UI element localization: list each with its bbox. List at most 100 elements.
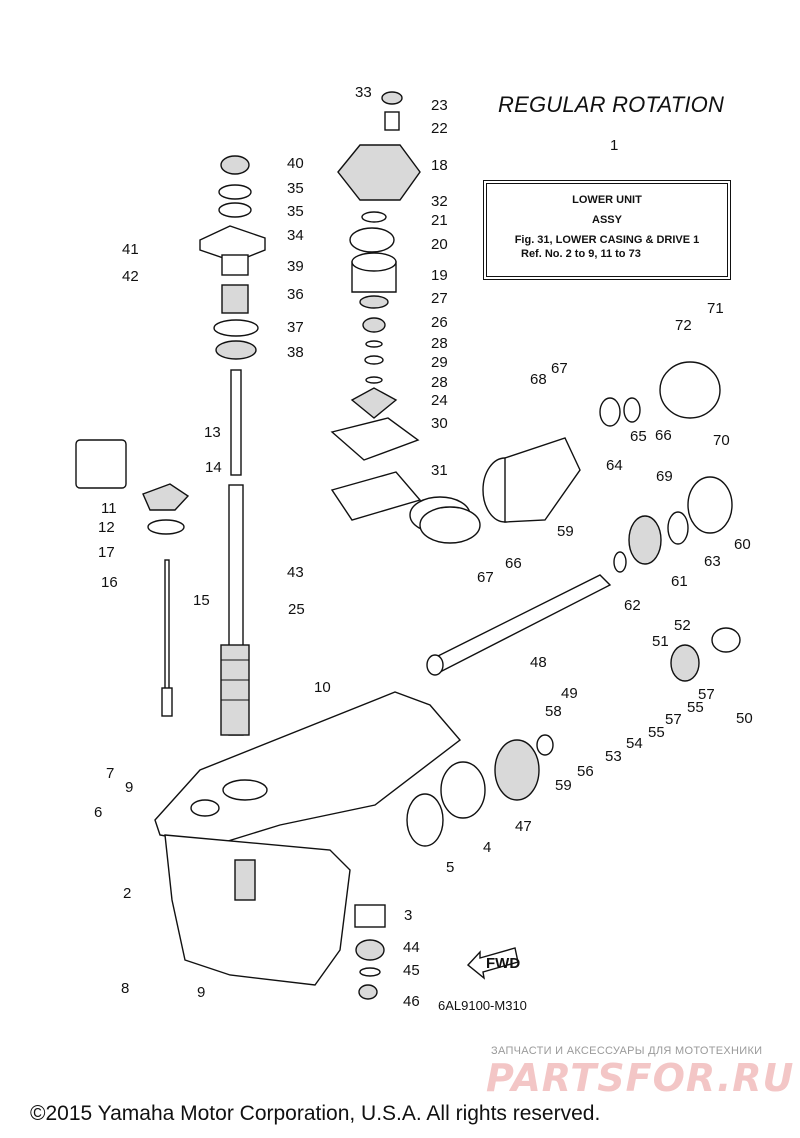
callout-35: 35	[287, 180, 304, 197]
callout-34: 34	[287, 227, 304, 244]
callout-47: 47	[515, 818, 532, 835]
callout-42: 42	[122, 268, 139, 285]
callout-21: 21	[431, 212, 448, 229]
callout-44: 44	[403, 939, 420, 956]
callout-11: 11	[101, 500, 117, 517]
callout-26: 26	[431, 314, 448, 331]
callout-9: 9	[197, 984, 205, 1001]
lower-casing	[154, 691, 462, 986]
callout-48: 48	[530, 654, 547, 671]
fwd-arrow: FWD	[466, 947, 520, 980]
callout-56: 56	[577, 763, 594, 780]
callout-30: 30	[431, 415, 448, 432]
callout-3: 3	[404, 907, 412, 924]
shift-rod-group	[75, 439, 190, 717]
callout-54: 54	[626, 735, 643, 752]
callout-57: 57	[698, 686, 715, 703]
info-line1: LOWER UNIT	[572, 194, 642, 206]
info-line4: Ref. No. 2 to 9, 11 to 73	[521, 248, 641, 260]
callout-28: 28	[431, 374, 448, 391]
callout-53: 53	[605, 748, 622, 765]
callout-67: 67	[477, 569, 494, 586]
callout-61: 61	[671, 573, 688, 590]
callout-5: 5	[446, 859, 454, 876]
callout-1: 1	[610, 137, 618, 154]
copyright-footer: ©2015 Yamaha Motor Corporation, U.S.A. A…	[30, 1102, 601, 1125]
callout-31: 31	[431, 462, 448, 479]
callout-49: 49	[561, 685, 578, 702]
callout-4: 4	[483, 839, 491, 856]
callout-18: 18	[431, 157, 448, 174]
callout-23: 23	[431, 97, 448, 114]
callout-60: 60	[734, 536, 751, 553]
callout-25: 25	[288, 601, 305, 618]
diagram-title: REGULAR ROTATION	[498, 92, 725, 117]
callout-59: 59	[557, 523, 574, 540]
callout-70: 70	[713, 432, 730, 449]
callout-19: 19	[431, 267, 448, 284]
callout-58: 58	[545, 703, 562, 720]
watermark-logo: PARTSFOR.RU	[486, 1056, 795, 1100]
svg-text:FWD: FWD	[486, 955, 520, 972]
callout-6: 6	[94, 804, 102, 821]
callout-64: 64	[606, 457, 623, 474]
callout-41: 41	[122, 241, 139, 258]
callout-71: 71	[707, 300, 724, 317]
callout-72: 72	[675, 317, 692, 334]
callout-14: 14	[205, 459, 222, 476]
callout-45: 45	[403, 962, 420, 979]
callout-8: 8	[121, 980, 129, 997]
callout-27: 27	[431, 290, 448, 307]
callout-28: 28	[431, 335, 448, 352]
upper-bearing-stack	[199, 155, 266, 360]
callout-12: 12	[98, 519, 115, 536]
callout-69: 69	[656, 468, 673, 485]
callout-labels: 1234567899101112131415161718192021222324…	[94, 84, 753, 1010]
callout-15: 15	[193, 592, 210, 609]
callout-68: 68	[530, 371, 547, 388]
callout-40: 40	[287, 155, 304, 172]
drive-shaft	[220, 369, 250, 736]
water-pump-stack	[330, 91, 422, 521]
info-line2: ASSY	[592, 214, 622, 226]
watermark-shop-text: ЗАПЧАСТИ И АКСЕССУАРЫ ДЛЯ МОТОТЕХНИКИ	[491, 1045, 763, 1057]
callout-38: 38	[287, 344, 304, 361]
callout-65: 65	[630, 428, 647, 445]
callout-22: 22	[431, 120, 448, 137]
callout-46: 46	[403, 993, 420, 1010]
callout-16: 16	[101, 574, 118, 591]
callout-67: 67	[551, 360, 568, 377]
callout-32: 32	[431, 193, 448, 210]
callout-37: 37	[287, 319, 304, 336]
callout-9: 9	[125, 779, 133, 796]
diagram-code: 6AL9100-M310	[438, 998, 527, 1013]
callout-39: 39	[287, 258, 304, 275]
callout-29: 29	[431, 354, 448, 371]
callout-20: 20	[431, 236, 448, 253]
gear-case	[354, 361, 741, 1000]
info-line3: Fig. 31, LOWER CASING & DRIVE 1	[514, 234, 700, 246]
callout-35: 35	[287, 203, 304, 220]
callout-10: 10	[314, 679, 331, 696]
callout-2: 2	[123, 885, 131, 902]
callout-66: 66	[655, 427, 672, 444]
callout-62: 62	[624, 597, 641, 614]
callout-13: 13	[204, 424, 221, 441]
callout-63: 63	[704, 553, 721, 570]
callout-17: 17	[98, 544, 115, 561]
callout-33: 33	[355, 84, 372, 101]
callout-51: 51	[652, 633, 669, 650]
callout-24: 24	[431, 392, 448, 409]
callout-57: 57	[665, 711, 682, 728]
callout-66: 66	[505, 555, 522, 572]
callout-52: 52	[674, 617, 691, 634]
callout-50: 50	[736, 710, 753, 727]
callout-55: 55	[687, 699, 704, 716]
callout-59: 59	[555, 777, 572, 794]
callout-43: 43	[287, 564, 304, 581]
info-box: LOWER UNIT ASSY Fig. 31, LOWER CASING & …	[483, 180, 731, 280]
callout-36: 36	[287, 286, 304, 303]
callout-55: 55	[648, 724, 665, 741]
callout-7: 7	[106, 765, 114, 782]
